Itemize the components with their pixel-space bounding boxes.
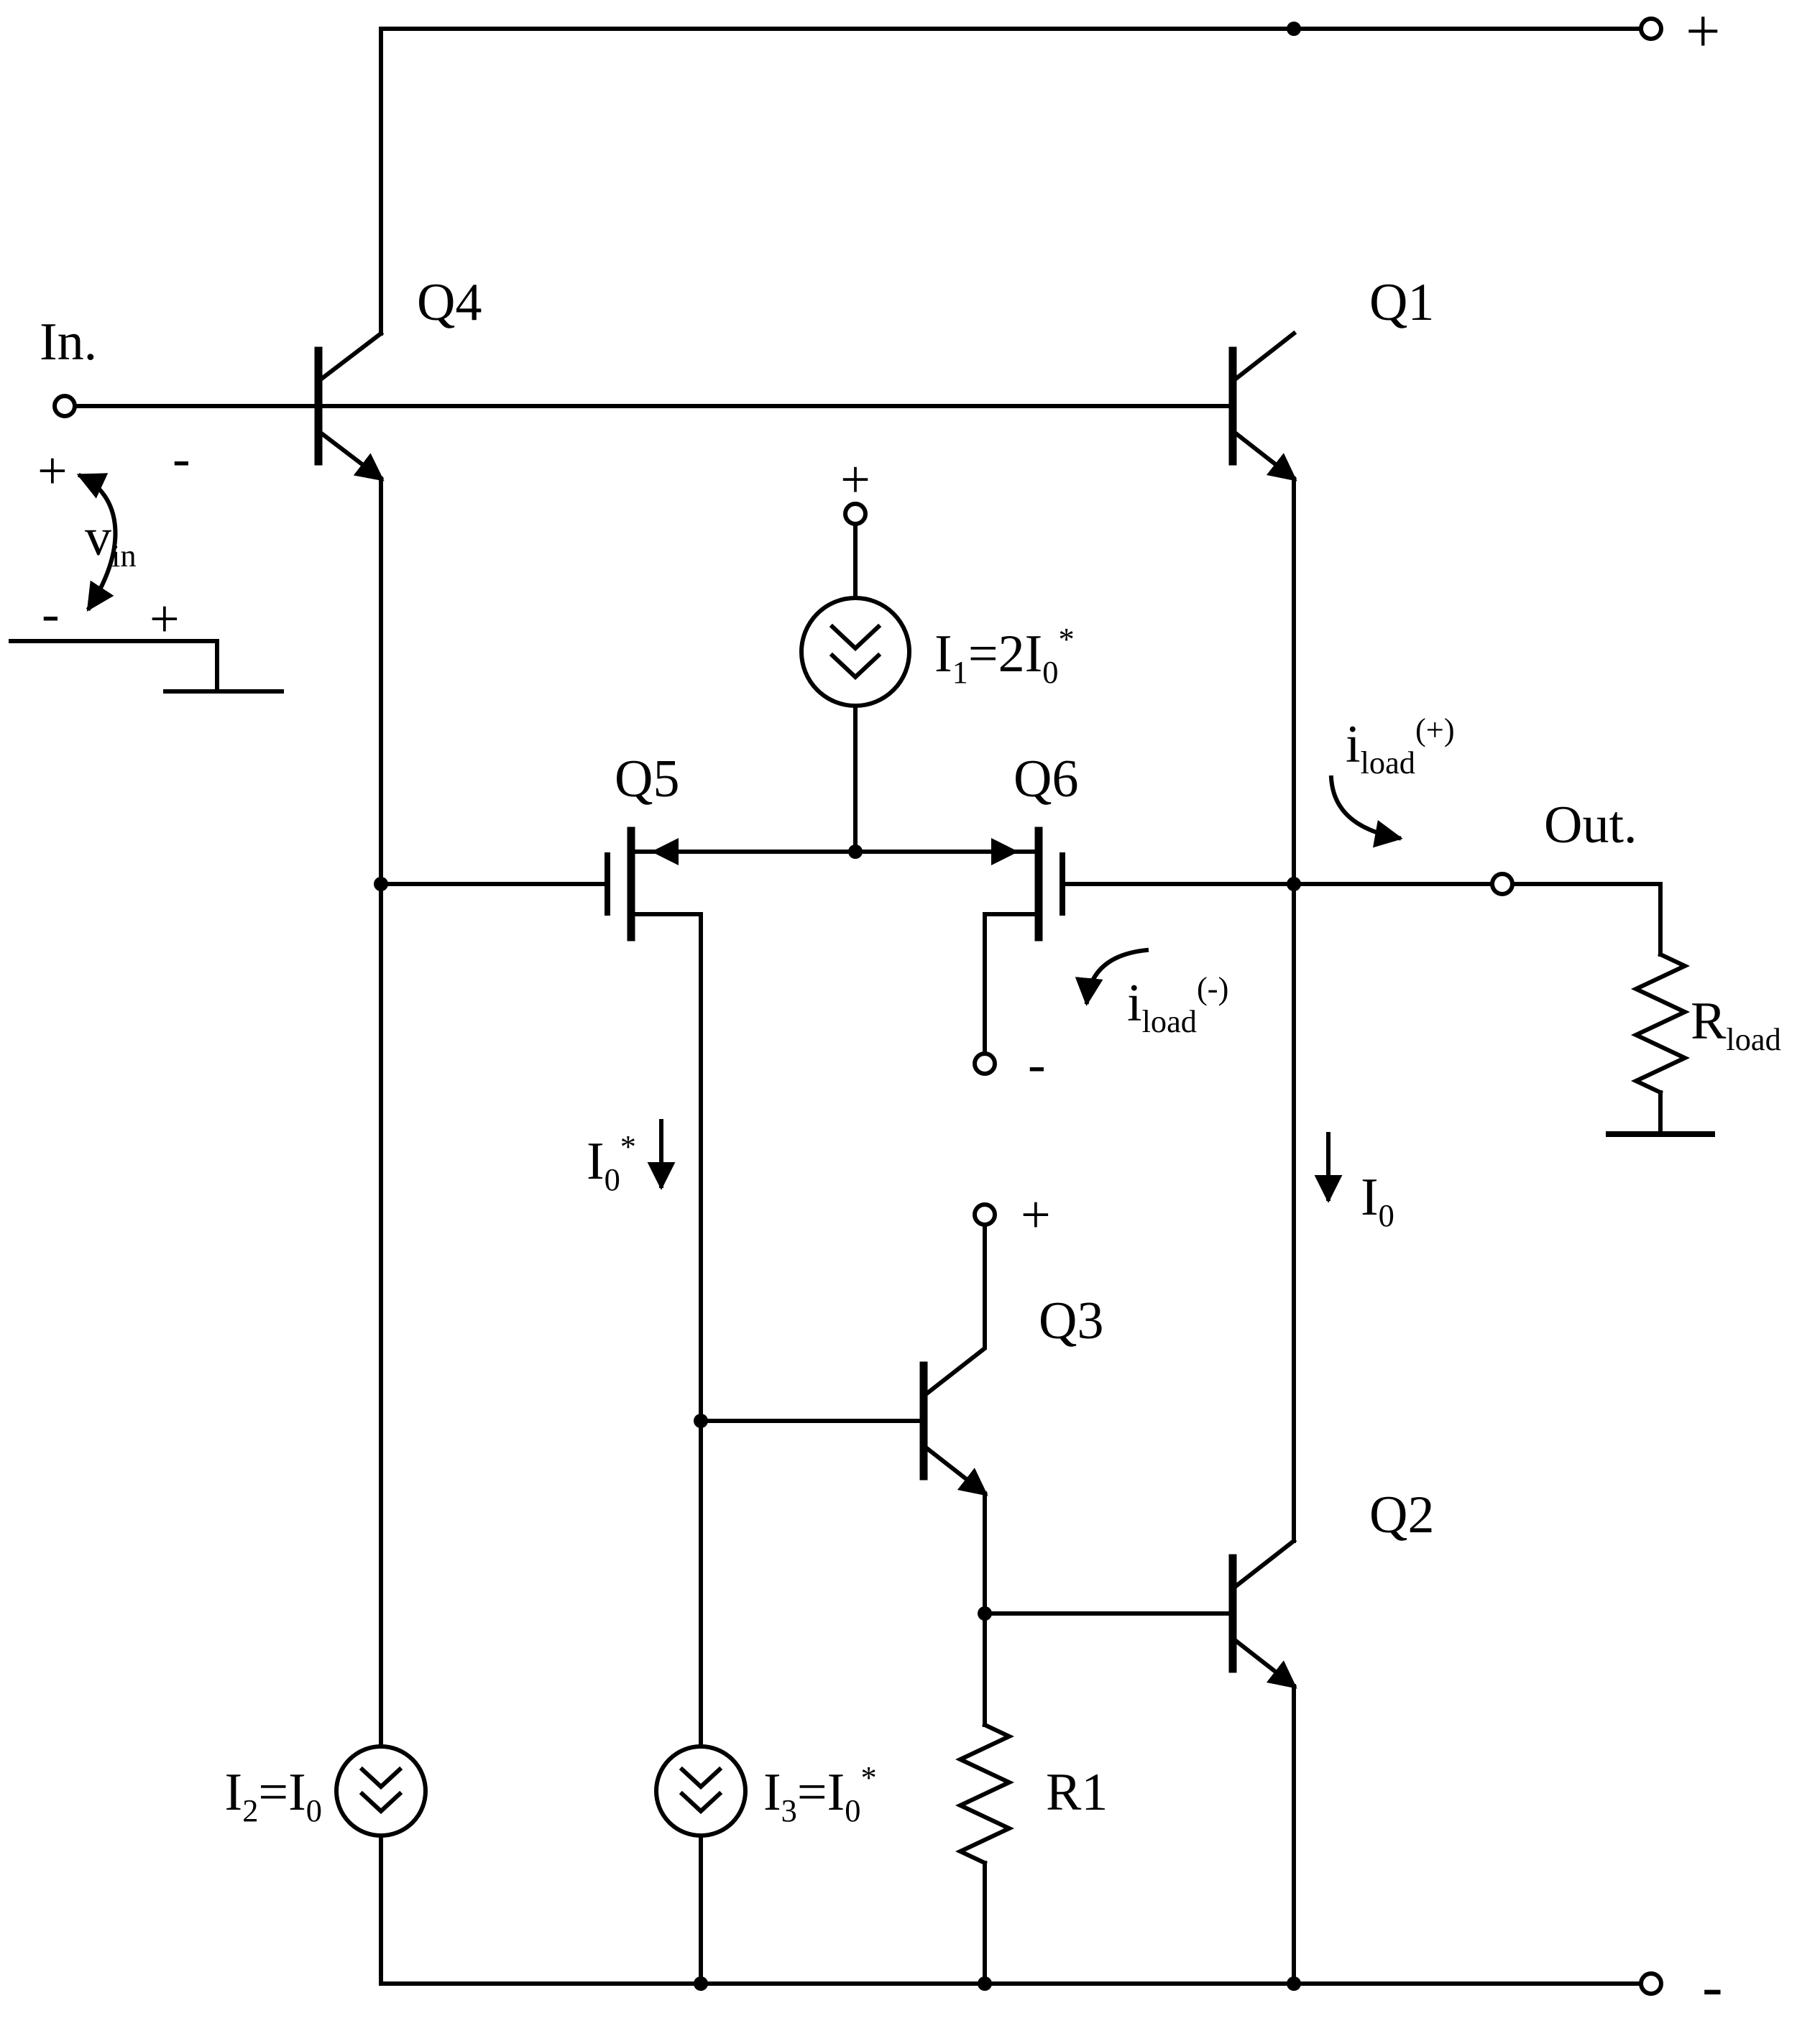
power-rails [379,27,1643,1986]
text-labels: In. Q4 Q1 + - + - vin - + + I1=2I0* Q5 Q… [37,0,1781,2020]
q3-plus-sign: + [1021,1186,1051,1245]
junction-dot [1287,22,1301,36]
q1-collector-wire [1231,330,1297,383]
input-label: In. [40,313,97,372]
q6-source-wire [983,912,1041,1056]
transistor-q5 [379,827,858,1749]
input-terminal [52,394,77,418]
vin-annotation [9,473,284,694]
vin-swing-arrow [76,473,118,612]
i3-arrow-chevrons [679,1766,723,1815]
i3-source-circle [654,1744,748,1838]
vin-step-symbol [9,639,284,694]
q3-collector-wire [922,1223,987,1398]
junction-dot [1287,877,1301,891]
negative-supply-terminal [1639,1971,1663,1996]
q6-drain-current-arrowhead [991,838,1019,865]
q6-label: Q6 [1014,750,1078,809]
q5-label: Q5 [615,750,679,809]
junction-dot [978,1606,992,1621]
r1-label: R1 [1046,1763,1108,1822]
vin-bottom-minus-sign: - [42,584,60,643]
q4-collector-wire [317,330,385,383]
positive-supply-terminal [1639,17,1663,41]
r1-resistor [955,1722,1015,1866]
positive-supply-label: + [1686,0,1721,65]
i1-arrow-chevrons [829,623,882,681]
q3-emitter-wire [922,1444,988,1497]
q2-collector-wire [1231,1537,1297,1590]
i2-value-label: I2=I0 [225,1763,322,1828]
junction-dot [1287,1976,1301,1991]
junction-dot [694,1976,708,1991]
iload-plus-arrow [1328,775,1403,848]
q6-minus-sign: - [1028,1035,1046,1094]
input-net [52,394,1235,418]
i0-label: I0 [1361,1168,1394,1233]
q1-label: Q1 [1369,273,1434,332]
q2-emitter-wire [1231,1636,1297,1690]
current-source-i2 [334,1744,428,1838]
transistor-q6 [853,827,1296,1076]
junction-dots [374,22,1301,1991]
output-net [1292,872,1715,1137]
current-source-i1 [799,502,911,854]
i2-source-circle [334,1744,428,1838]
transistor-q2 [983,1537,1297,1986]
i1-value-label: I1=2I0* [934,621,1075,690]
junction-dot [694,1414,708,1428]
out-label: Out. [1544,796,1637,855]
rload-resistor [1630,952,1691,1095]
i0star-label: I0* [587,1128,636,1197]
transistor-q1 [1228,330,1297,1543]
junction-dot [848,844,863,859]
transistor-q3 [699,1202,997,1727]
q6-minus-terminal [973,1051,997,1076]
output-wire-right [1510,882,1663,957]
i3-value-label: I3=I0* [763,1759,877,1828]
junction-dot [978,1976,992,1991]
q1-emitter-wire [1231,429,1297,482]
q5-drain-current-arrowhead [651,838,679,865]
q3-label: Q3 [1039,1292,1103,1350]
iload-plus-label: iload(+) [1346,712,1455,781]
negative-supply-label: - [1702,1951,1723,2020]
current-annotations [647,775,1403,1203]
rload-label: Rload [1691,992,1781,1057]
i1-plus-sign: + [840,451,870,510]
vin-top-minus-sign: - [173,429,190,488]
i1-source-circle [799,596,911,708]
vin-bottom-plus-sign: + [150,590,180,649]
q4-emitter-wire [317,429,385,482]
supply-terminals [1639,17,1663,1996]
q5-source-wire [629,912,703,1749]
i2-arrow-chevrons [359,1766,403,1815]
negative-rail-wire [379,1833,1643,1986]
iload-minus-label: iload(-) [1127,970,1228,1039]
current-source-i3 [654,1744,748,1986]
q3-plus-terminal [973,1202,997,1227]
junction-dot [374,877,388,891]
iload-minus-arrow [1075,947,1149,1006]
positive-rail-wire [379,27,1643,336]
vin-label: vin [85,508,137,574]
resistor-r1 [955,1722,1015,1986]
q2-label: Q2 [1369,1486,1434,1544]
vin-top-plus-sign: + [37,442,68,501]
transistor-q4 [314,330,385,1749]
q4-label: Q4 [417,273,482,332]
output-terminal [1490,872,1515,896]
